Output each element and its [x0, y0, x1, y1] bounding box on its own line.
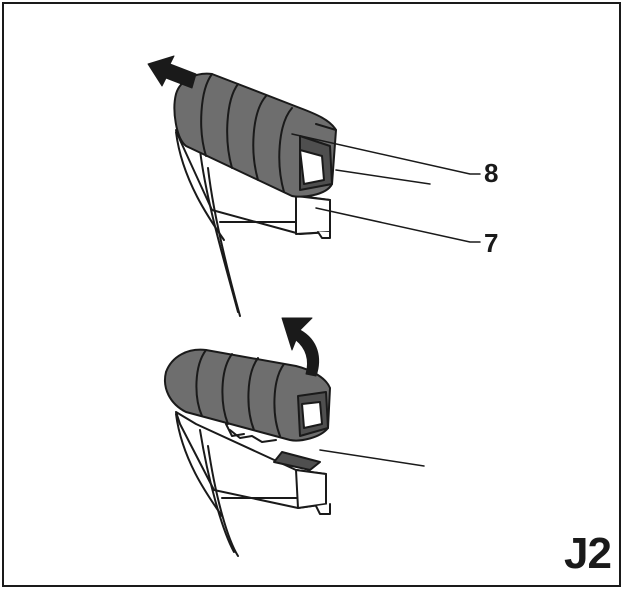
bottom-view — [164, 317, 425, 557]
leader-line-7 — [315, 207, 481, 243]
leader-line-8 — [291, 133, 481, 175]
lift-up-arrow — [281, 317, 320, 377]
slide-off-arrow — [147, 55, 197, 89]
callout-8: 8 — [484, 158, 499, 188]
figure-id-label: J2 — [564, 529, 612, 578]
top-view — [147, 55, 481, 317]
grip-sleeve-8 — [173, 72, 337, 198]
holder-7 — [295, 195, 331, 235]
callout-7: 7 — [484, 228, 499, 258]
